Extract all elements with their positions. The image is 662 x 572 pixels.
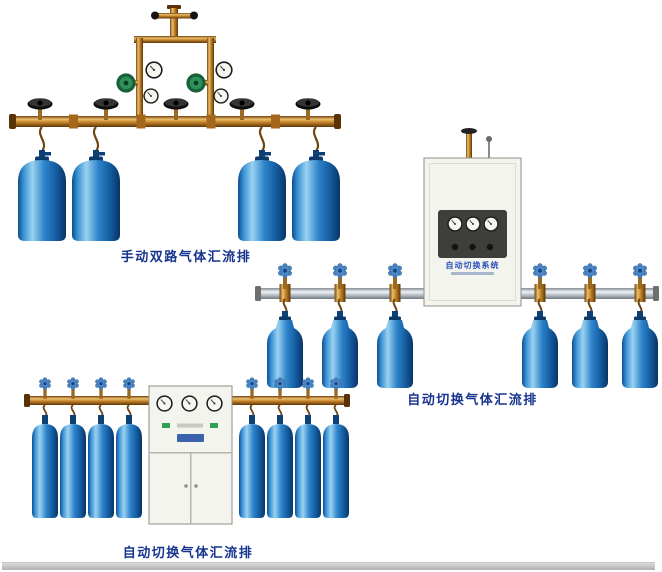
right-drop-pipe: [207, 38, 214, 118]
caption-auto-switch-manifold-bottom: 自动切换气体汇流排: [122, 546, 254, 561]
pipe-end-cap: [24, 394, 30, 407]
pipe-end-cap: [334, 114, 341, 129]
gas-cylinder: [32, 415, 58, 518]
pipe-union: [271, 114, 280, 129]
cabinet-knob-icon: [486, 243, 494, 251]
cabinet-door-split: [190, 452, 192, 524]
pigtail-connections: [38, 126, 320, 152]
cabinet-nameplate: [177, 434, 204, 442]
cabinet-top-rod: [488, 141, 490, 160]
regulator-icon: [186, 73, 206, 93]
pipe-end-cap: [255, 286, 261, 301]
pressure-gauge-icon: [156, 395, 173, 412]
top-valve-knob-icon: [190, 11, 198, 20]
door-handle: [184, 484, 188, 488]
left-drop-pipe: [136, 38, 143, 118]
gas-cylinder: [292, 150, 340, 241]
pipe-union: [69, 114, 78, 129]
cabinet-nameplate-text: 自动切换系统: [445, 261, 500, 270]
gas-cylinder: [267, 311, 303, 388]
gas-cylinder: [322, 311, 358, 388]
pressure-gauge-icon: [206, 395, 223, 412]
gas-cylinder: [72, 150, 120, 241]
cabinet-knob-icon: [451, 243, 459, 251]
header-pipe: [14, 116, 336, 127]
regulator-icon: [116, 73, 136, 93]
cabinet-top-rod-knob: [486, 136, 492, 142]
control-cabinet: [148, 385, 233, 525]
gas-cylinder: [238, 150, 286, 241]
valve-handwheel-icon: [301, 377, 315, 399]
riser-pipe: [170, 8, 178, 39]
valve-handwheel-icon: [273, 377, 287, 399]
valve-handwheel-icon: [329, 377, 343, 399]
pipe-union: [136, 114, 146, 129]
control-cabinet: [423, 128, 522, 307]
gas-cylinder: [88, 415, 114, 518]
cabinet-sublabel-line: [451, 272, 494, 275]
manifold-manual-dual: [9, 5, 341, 241]
pipe-end-cap: [344, 394, 350, 407]
door-handle: [194, 484, 198, 488]
gantry-crossbar-pipe: [134, 36, 216, 43]
pressure-gauge-icon: [213, 88, 229, 104]
bottom-border-strip: [2, 562, 655, 570]
caption-auto-switch-manifold-right: 自动切换气体汇流排: [407, 393, 538, 408]
manifold-auto-switch-bottom: [24, 377, 350, 525]
cabinet-door-frame: [429, 163, 516, 301]
cabinet-text-strip: [177, 423, 203, 428]
gas-cylinder: [622, 311, 658, 388]
top-valve-knob-icon: [151, 11, 159, 20]
pressure-gauge-icon: [143, 88, 159, 104]
gas-cylinder: [60, 415, 86, 518]
gas-cylinder: [377, 311, 413, 388]
pipe-fittings: [279, 284, 646, 302]
pressure-gauge-icon: [465, 216, 481, 232]
valve-handwheel-icon: [38, 377, 52, 399]
valve-handwheel-icon: [66, 377, 80, 399]
pipe-union: [206, 114, 216, 129]
valve-handwheel-icon: [94, 377, 108, 399]
gas-cylinder: [116, 415, 142, 518]
pressure-gauge-icon: [145, 61, 163, 79]
pressure-gauge-icon: [447, 216, 463, 232]
gas-cylinder: [239, 415, 265, 518]
gas-cylinder: [522, 311, 558, 388]
gas-cylinder: [267, 415, 293, 518]
pressure-gauge-icon: [215, 61, 233, 79]
manifold-auto-switch-right: [255, 128, 659, 388]
gas-cylinder: [572, 311, 608, 388]
cabinet-knob-icon: [469, 243, 476, 251]
indicator-light: [162, 423, 170, 428]
valve-handwheel-icon: [245, 377, 259, 399]
top-tee-pipe: [156, 13, 193, 19]
gas-cylinder: [18, 150, 66, 241]
caption-manual-dual-manifold: 手动双路气体汇流排: [120, 250, 252, 265]
gas-cylinder: [323, 415, 349, 518]
pipe-end-cap: [653, 286, 659, 301]
pipe-end-cap: [9, 114, 16, 129]
pressure-gauge-icon: [483, 216, 499, 232]
cabinet-top-valve-icon: [461, 128, 477, 134]
valve-handwheel-icon: [122, 377, 136, 399]
pressure-gauge-icon: [181, 395, 198, 412]
cabinet-top-pipe: [466, 133, 472, 160]
indicator-light: [210, 423, 218, 428]
gas-cylinder: [295, 415, 321, 518]
